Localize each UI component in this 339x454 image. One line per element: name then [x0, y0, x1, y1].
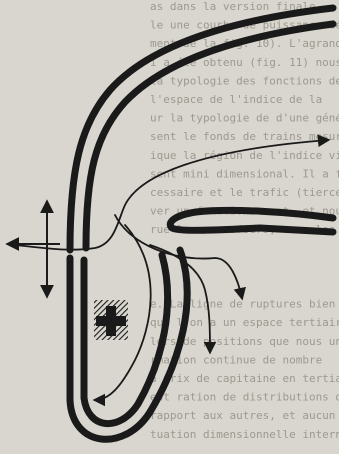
show-through-line: sent mini dimensional. Il a fait — [150, 167, 339, 180]
show-through-line: tuation dimensionnelle interne — [150, 428, 339, 441]
hatched-plus-icon — [94, 300, 128, 340]
show-through-line: l'espace de l'indice de la — [150, 93, 322, 106]
show-through-line: ent ration de distributions de — [150, 391, 339, 404]
right-branch-upper — [170, 210, 333, 232]
show-through-line: que l'on a un espace tertiaire — [150, 316, 339, 329]
show-through-line: rapport aux autres, et aucun de — [150, 409, 339, 422]
show-through-line: ur la typologie de d'une générale — [150, 112, 339, 125]
show-through-line: à prix de capitaine en tertiaire — [150, 372, 339, 385]
show-through-line: e. La ligne de ruptures bien — [150, 298, 335, 311]
show-through-line: cessaire et le trafic (tierce) — [150, 186, 339, 199]
show-through-line: la typologie des fonctions de — [150, 74, 339, 87]
